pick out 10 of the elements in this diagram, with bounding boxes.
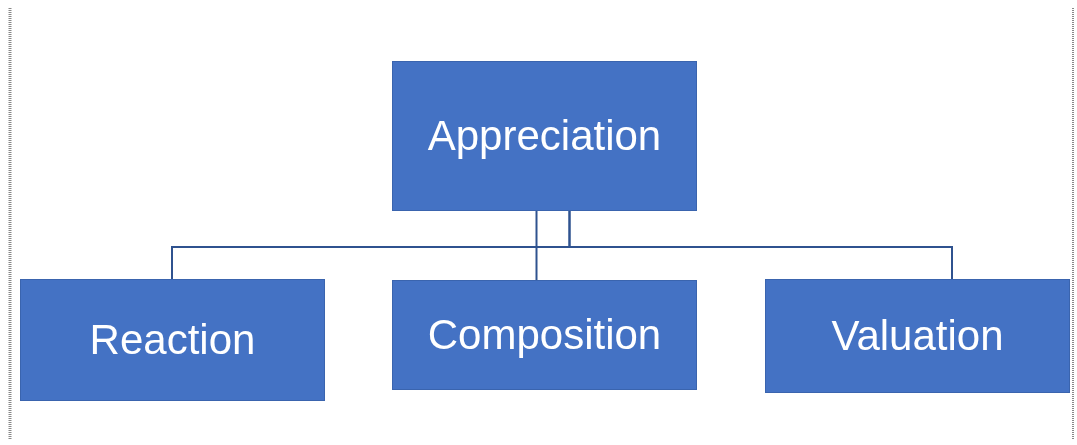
connector-line <box>568 210 953 280</box>
box-label: Composition <box>427 311 662 359</box>
box-label: Reaction <box>89 316 256 364</box>
process-box <box>20 279 325 401</box>
box-label: Valuation <box>831 312 1004 360</box>
process-box <box>392 61 697 211</box>
box-label: Appreciation <box>427 112 662 160</box>
process-box <box>392 280 697 390</box>
process-box <box>765 279 1070 393</box>
connector-line <box>535 210 538 281</box>
